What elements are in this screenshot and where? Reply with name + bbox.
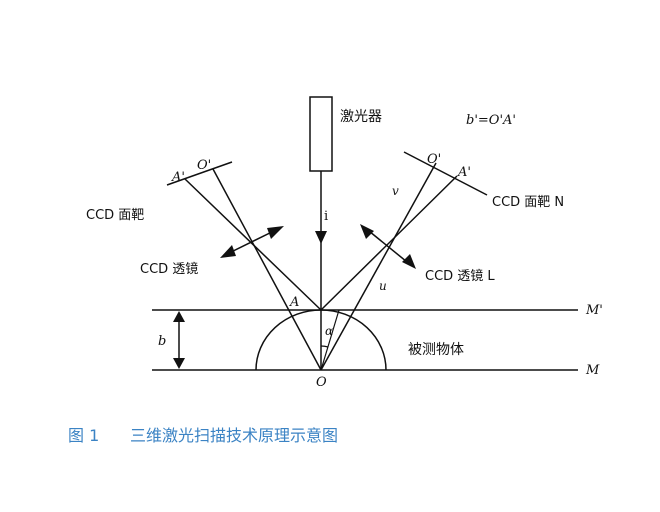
right-lens-arrow-up (360, 224, 374, 239)
height-b-arrow-top (173, 311, 185, 322)
left-sensor-o-prime-label: O' (197, 158, 211, 173)
height-b-label: b (158, 334, 166, 349)
point-o-label: O (316, 375, 327, 390)
right-lens-arrow-down (402, 254, 416, 269)
caption-number: 图 1 (68, 426, 99, 445)
right-sensor-a-prime-label: A' (457, 165, 471, 180)
left-ccd-target-label: CCD 面靶 (86, 208, 144, 223)
left-ray-to-o (212, 168, 322, 371)
right-lens (363, 226, 413, 267)
point-a-label: A (289, 295, 299, 310)
object-distance-u-label: u (379, 279, 387, 293)
right-ccd-target-label: CCD 面靶 N (492, 195, 564, 210)
left-ccd-lens-label: CCD 透镜 (140, 262, 198, 277)
formula-label: b'=O'A' (466, 113, 516, 128)
right-ray-to-o (320, 162, 437, 371)
laser-label: 激光器 (340, 108, 382, 125)
left-lens-arrow-left (220, 245, 236, 258)
right-sensor-o-prime-label: O' (427, 152, 441, 167)
caption-title: 三维激光扫描技术原理示意图 (130, 426, 338, 445)
left-lens-arrow-right (267, 226, 284, 239)
incident-label-i: i (324, 209, 328, 224)
angle-ray (320, 309, 340, 371)
height-b-arrow-bottom (173, 358, 185, 369)
right-ccd-target (403, 151, 488, 196)
right-ccd-lens-label: CCD 透镜 L (425, 269, 495, 284)
surface-m-prime-label: M' (585, 303, 603, 318)
alpha-label: α (325, 324, 333, 338)
left-ccd-target (166, 161, 233, 186)
left-sensor-a-prime-label: A' (171, 170, 185, 185)
laser-device (309, 96, 333, 172)
object-label: 被测物体 (408, 342, 464, 358)
measured-object (255, 309, 387, 371)
angle-arc (320, 345, 329, 348)
surface-m-label: M (585, 363, 600, 378)
right-ray-to-a (320, 175, 458, 311)
image-distance-v-label: v (392, 184, 399, 198)
laser-beam-arrow (315, 231, 327, 244)
